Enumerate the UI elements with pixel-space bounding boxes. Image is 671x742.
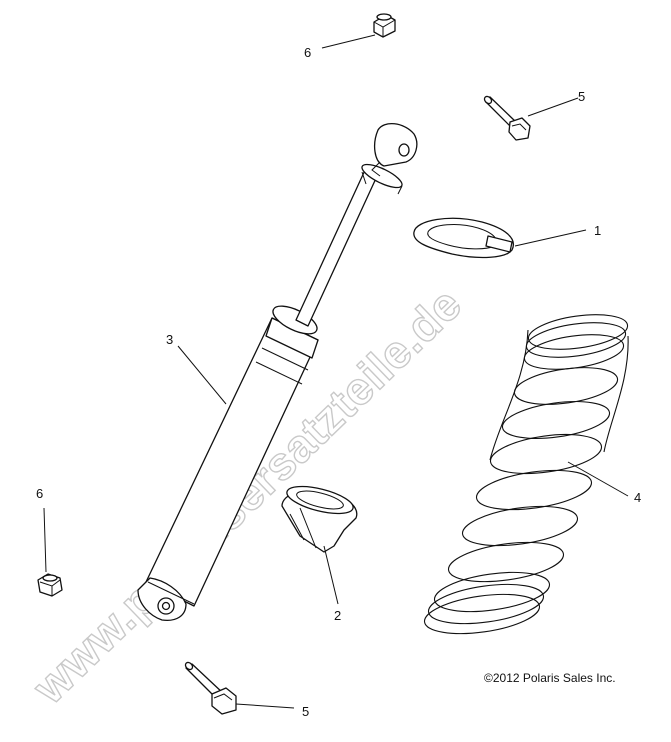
leader-bolt-bottom bbox=[235, 703, 295, 709]
callout-bolt-top: 5 bbox=[578, 89, 585, 104]
nut-top-part bbox=[373, 13, 396, 38]
shock-absorber-part bbox=[137, 123, 418, 622]
bolt-top-part bbox=[483, 95, 531, 141]
bolt-bottom-part bbox=[184, 661, 237, 715]
callout-spring: 4 bbox=[634, 490, 641, 505]
leader-nut-left bbox=[43, 507, 47, 573]
nut-left-part bbox=[37, 573, 63, 597]
callout-nut-top: 6 bbox=[304, 45, 311, 60]
watermark-text: www.polarisersatzteile.de bbox=[22, 278, 471, 714]
leader-nut-top bbox=[321, 34, 376, 49]
leader-spring-seat bbox=[323, 545, 339, 605]
leader-shock bbox=[177, 345, 227, 405]
callout-shock: 3 bbox=[166, 332, 173, 347]
spring-retainer-part bbox=[413, 217, 514, 259]
callout-bolt-bottom: 5 bbox=[302, 704, 309, 719]
copyright-text: ©2012 Polaris Sales Inc. bbox=[484, 671, 616, 685]
callout-nut-left: 6 bbox=[36, 486, 43, 501]
leader-spring bbox=[567, 461, 629, 497]
callout-retainer: 1 bbox=[594, 223, 601, 238]
spring-seat-part bbox=[281, 485, 358, 553]
callout-spring-seat: 2 bbox=[334, 608, 341, 623]
leader-bolt-top bbox=[527, 97, 579, 117]
coil-spring-part bbox=[423, 314, 629, 635]
leader-retainer bbox=[514, 229, 587, 247]
